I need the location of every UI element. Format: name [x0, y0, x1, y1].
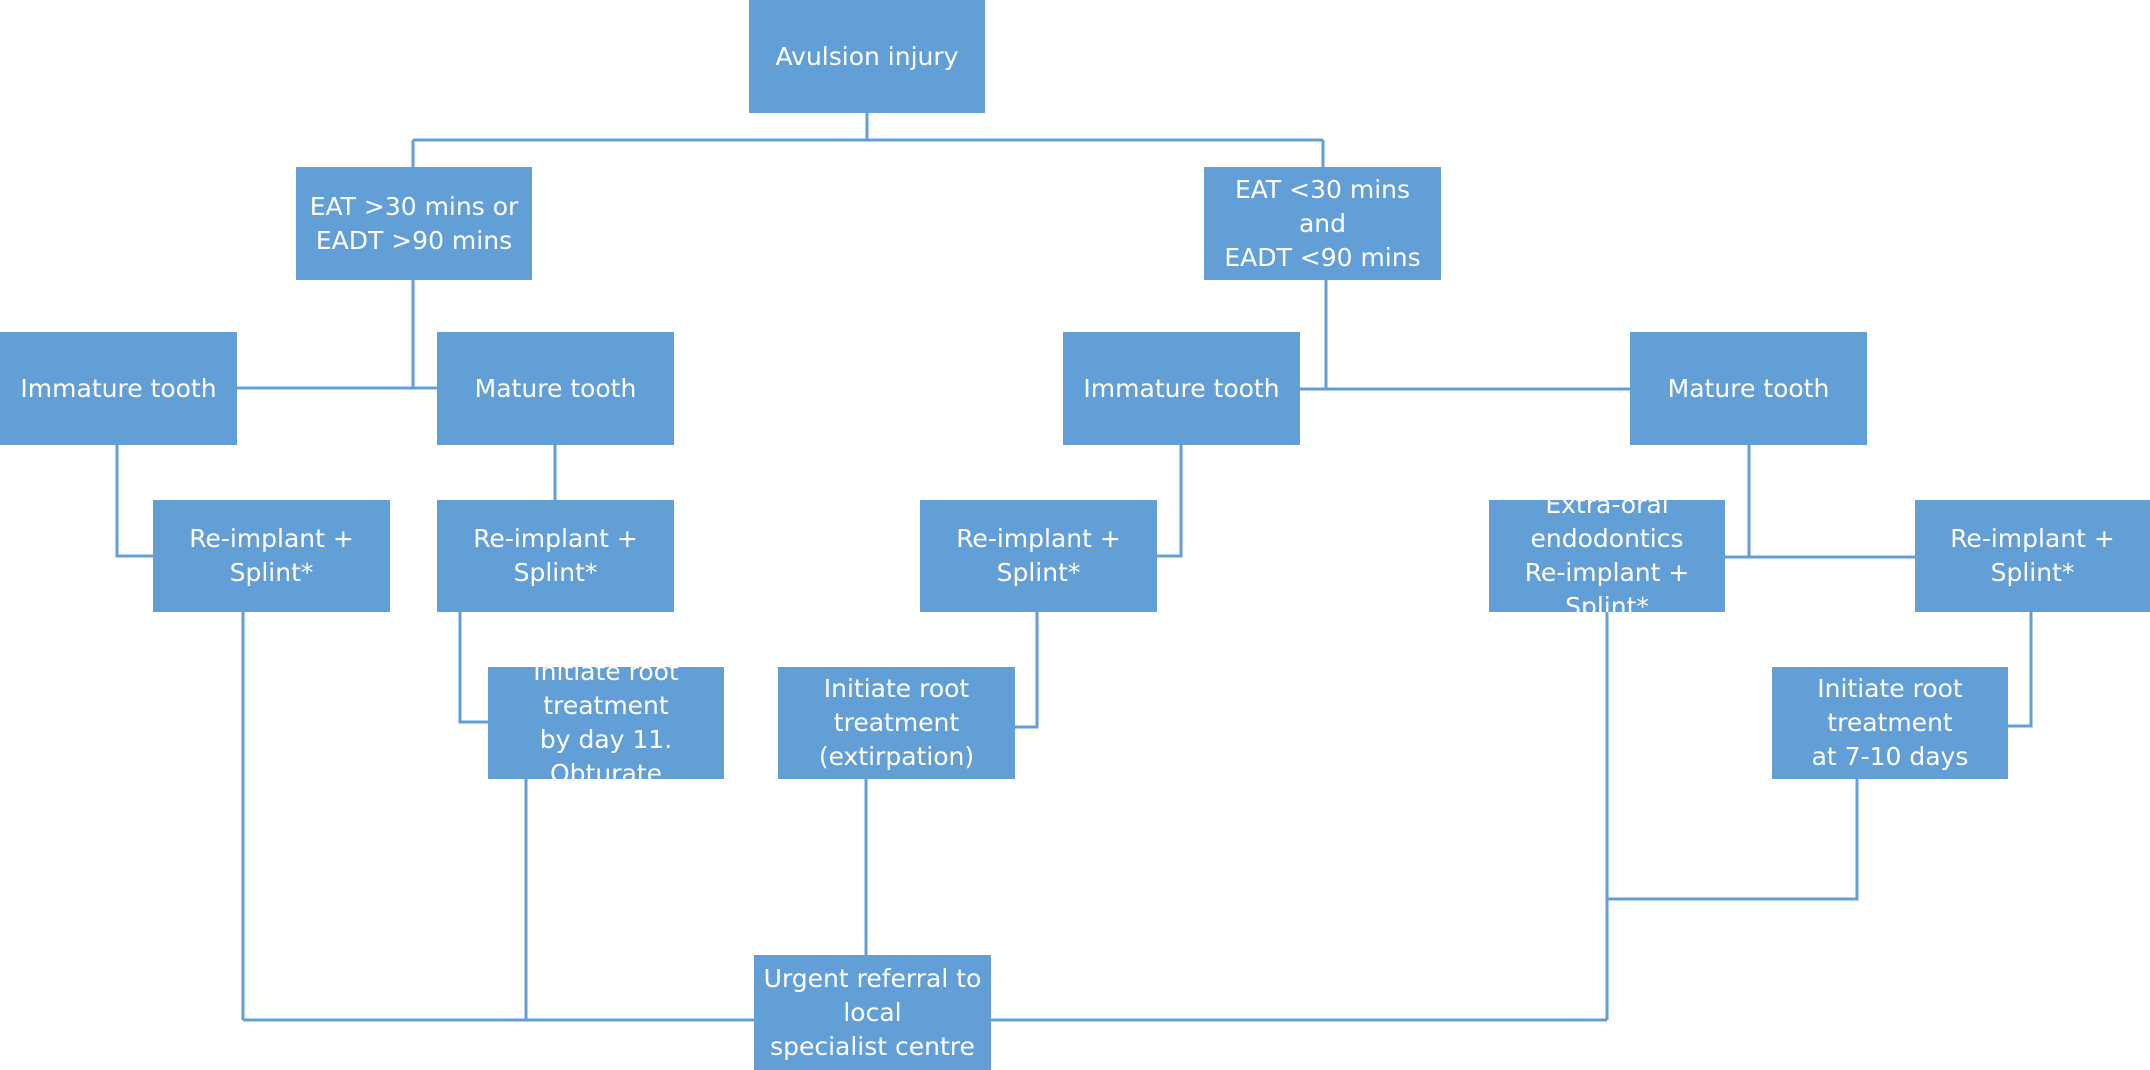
root-treatment-extirpation-box: Initiate root treatment (extirpation) — [778, 667, 1015, 779]
avulsion-injury-box: Avulsion injury — [749, 0, 985, 113]
connector-reimplant-to-root-7-10 — [2008, 612, 2033, 728]
reimplant-splint-box-a: Re-implant + Splint* — [153, 500, 390, 612]
connector-reimplant-to-root-extirpation — [1015, 612, 1039, 729]
connector-root-7-10-to-referral — [1607, 779, 1859, 901]
left-mature-tooth-box: Mature tooth — [437, 332, 674, 445]
eat-under-30-box: EAT <30 mins and EADT <90 mins — [1204, 167, 1441, 280]
urgent-referral-box: Urgent referral to local specialist cent… — [754, 955, 991, 1070]
right-mature-tooth-box: Mature tooth — [1630, 332, 1867, 445]
connector-right-immature-to-reimplant — [1157, 445, 1183, 558]
left-immature-tooth-box: Immature tooth — [0, 332, 237, 445]
connector-reimplant-to-root-day11 — [458, 612, 488, 724]
reimplant-splint-box-c: Re-implant + Splint* — [920, 500, 1157, 612]
reimplant-splint-box-d: Re-implant + Splint* — [1915, 500, 2150, 612]
extraoral-endodontics-box: Extra-oral endodontics Re-implant + Spli… — [1489, 500, 1725, 612]
connector-left-immature-to-reimplant — [115, 445, 153, 558]
reimplant-splint-box-b: Re-implant + Splint* — [437, 500, 674, 612]
eat-over-30-box: EAT >30 mins or EADT >90 mins — [296, 167, 532, 280]
root-treatment-day11-box: Initiate root treatment by day 11. Obtur… — [488, 667, 724, 779]
root-treatment-7-10-days-box: Initiate root treatment at 7-10 days — [1772, 667, 2008, 779]
right-immature-tooth-box: Immature tooth — [1063, 332, 1300, 445]
